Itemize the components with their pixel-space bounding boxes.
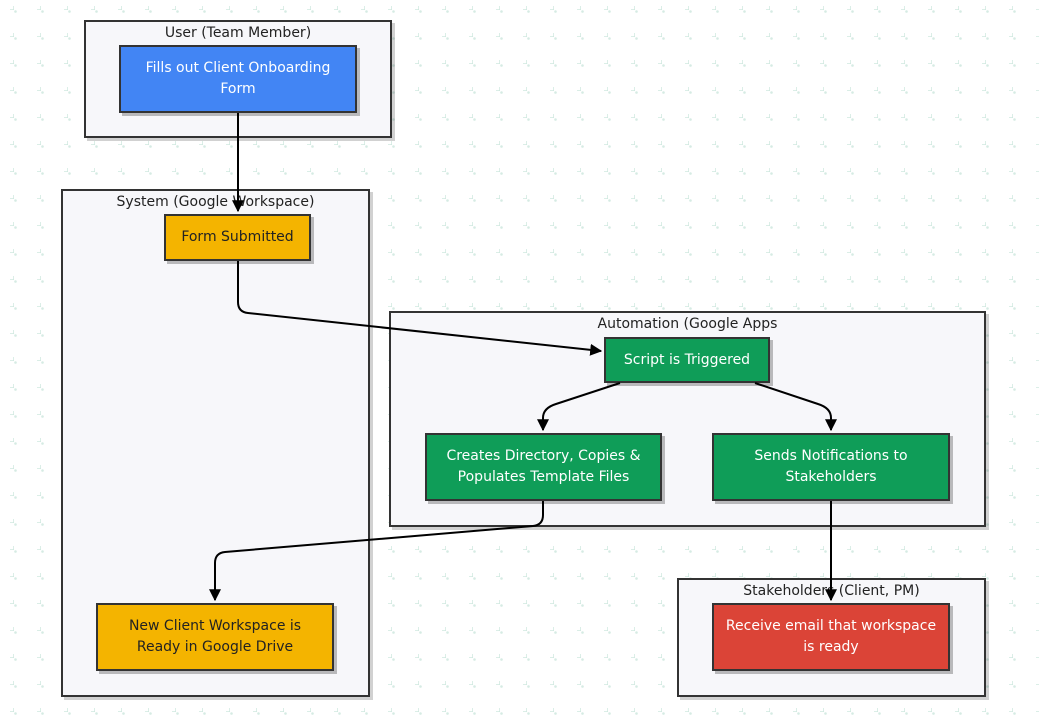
group-automation-title: Automation (Google Apps — [597, 316, 778, 332]
node-form-submitted[interactable]: Form Submitted — [164, 214, 311, 261]
group-system-title: System (Google Workspace) — [116, 194, 315, 210]
node-fill-form-label: Fills out Client Onboarding Form — [145, 60, 331, 97]
node-creates-directory[interactable]: Creates Directory, Copies & Populates Te… — [425, 433, 662, 501]
node-script-triggered[interactable]: Script is Triggered — [604, 337, 770, 383]
node-sends-notifications-label: Sends Notifications to Stakeholders — [754, 448, 908, 485]
node-receive-email-label: Receive email that workspace is ready — [725, 618, 937, 655]
node-workspace-ready-label: New Client Workspace is Ready in Google … — [128, 618, 302, 655]
node-sends-notifications[interactable]: Sends Notifications to Stakeholders — [712, 433, 950, 501]
node-script-triggered-label: Script is Triggered — [623, 351, 751, 368]
node-receive-email[interactable]: Receive email that workspace is ready — [712, 603, 950, 671]
group-stakeholders-title: Stakeholders (Client, PM) — [743, 583, 920, 599]
node-form-submitted-label: Form Submitted — [181, 229, 294, 245]
node-creates-directory-label: Creates Directory, Copies & Populates Te… — [446, 448, 641, 485]
node-fill-form[interactable]: Fills out Client Onboarding Form — [119, 45, 357, 113]
group-user-title: User (Team Member) — [164, 25, 312, 41]
node-workspace-ready[interactable]: New Client Workspace is Ready in Google … — [96, 603, 334, 671]
